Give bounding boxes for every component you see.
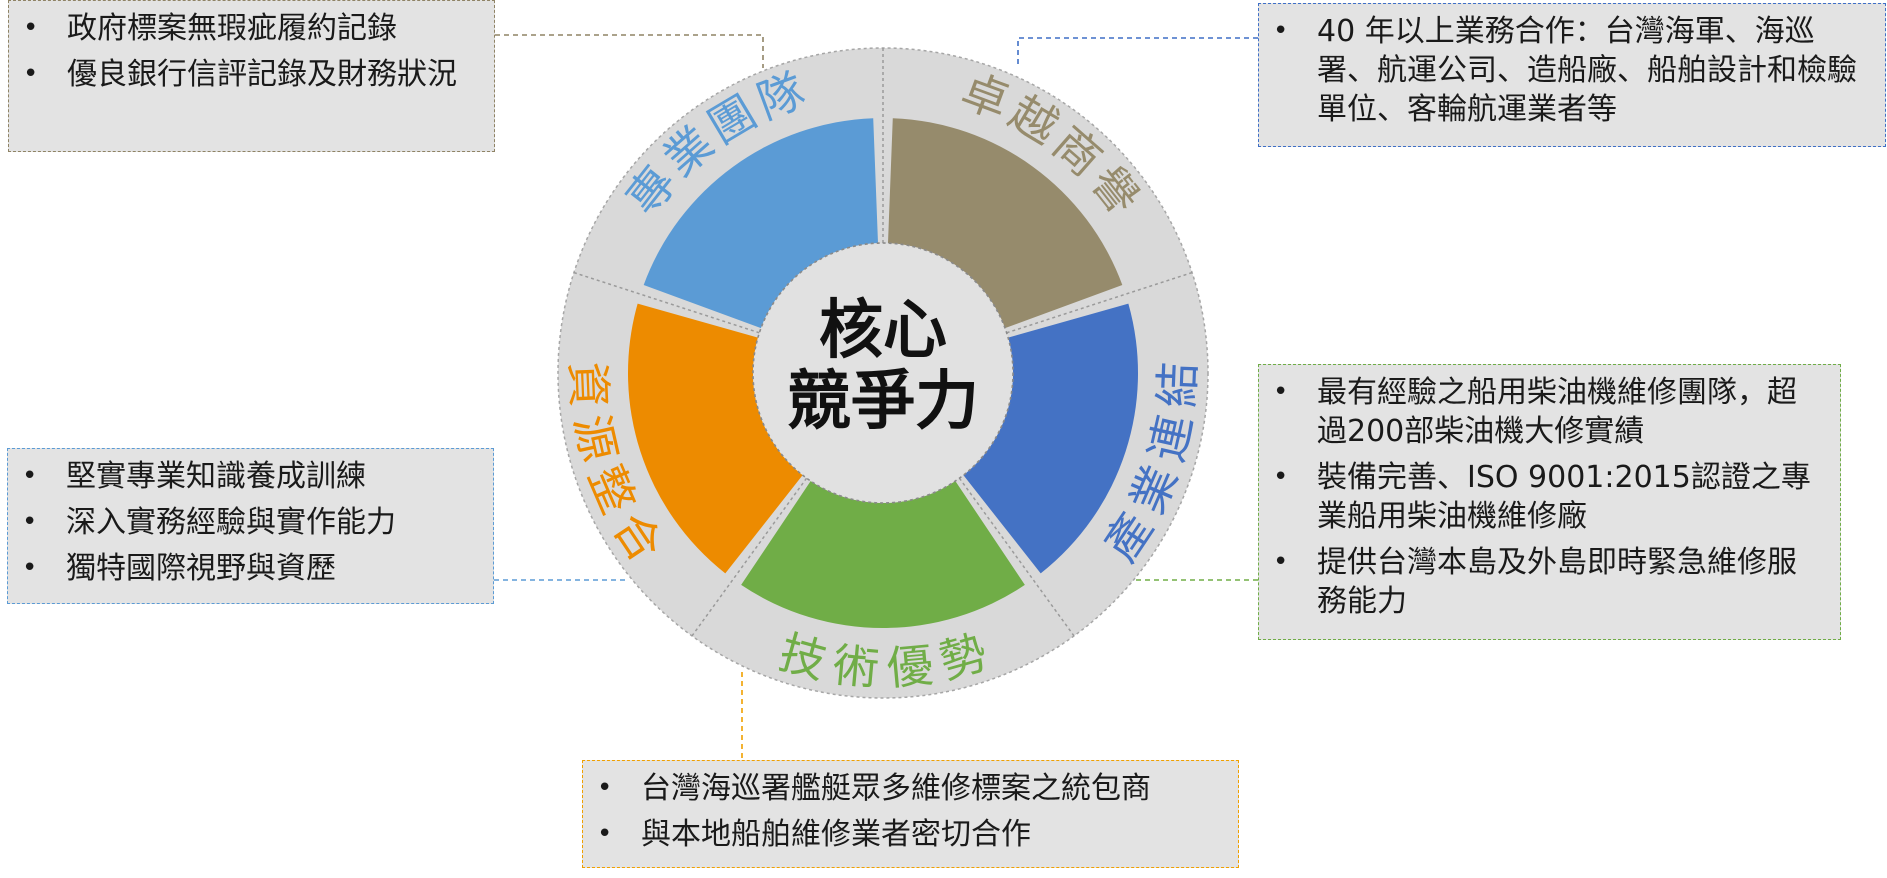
technology-info-box: 最有經驗之船用柴油機維修團隊，超過200部柴油機大修實績 裝備完善、ISO 90… xyxy=(1258,364,1841,640)
technology-item: 最有經驗之船用柴油機維修團隊，超過200部柴油機大修實績 xyxy=(1259,373,1822,451)
resources-info-box: 台灣海巡署艦艇眾多維修標案之統包商 與本地船舶維修業者密切合作 xyxy=(582,760,1239,868)
technology-item: 提供台灣本島及外島即時緊急維修服務能力 xyxy=(1259,543,1822,621)
connector-lines xyxy=(494,34,1258,760)
ring-divider xyxy=(958,477,1075,637)
team-info-box: 堅實專業知識養成訓練 深入實務經驗與實作能力 獨特國際視野與資歷 xyxy=(7,448,494,604)
segment-label-technology-char: 術 xyxy=(831,638,882,696)
technology-item: 裝備完善、ISO 9001:2015認證之專業船用柴油機維修廠 xyxy=(1259,458,1822,536)
center-circle xyxy=(752,242,1014,504)
segment-label-industry-char: 結 xyxy=(1150,361,1206,409)
reputation-info-box: 政府標案無瑕疵履約記錄 優良銀行信評記錄及財務狀況 xyxy=(8,0,495,152)
reputation-item: 政府標案無瑕疵履約記錄 xyxy=(9,9,476,48)
sector-resources xyxy=(628,303,803,574)
resources-item: 台灣海巡署艦艇眾多維修標案之統包商 xyxy=(583,769,1220,808)
ring-divider xyxy=(691,477,808,637)
center-title-line1: 核心 xyxy=(819,294,947,368)
sector-reputation xyxy=(887,118,1123,329)
sector-technology xyxy=(741,481,1025,629)
segment-label-resources-char: 資 xyxy=(560,361,616,409)
connector-reputation xyxy=(495,34,764,68)
sector-industry xyxy=(963,303,1138,574)
connector-industry xyxy=(1017,37,1258,68)
reputation-item: 優良銀行信評記錄及財務狀況 xyxy=(9,55,476,94)
ring-divider xyxy=(1006,271,1193,334)
team-item: 深入實務經驗與實作能力 xyxy=(8,503,475,542)
ring-dividers xyxy=(573,48,1193,637)
resources-item: 與本地船舶維修業者密切合作 xyxy=(583,815,1220,854)
center-title-line2: 競爭力 xyxy=(787,365,979,439)
ring-divider xyxy=(573,271,760,334)
sector-team xyxy=(643,118,879,329)
team-item: 獨特國際視野與資歷 xyxy=(8,549,475,588)
colored-sectors xyxy=(628,118,1138,629)
industry-item: 40 年以上業務合作：台灣海軍、海巡署、航運公司、造船廠、船舶設計和檢驗單位、客… xyxy=(1259,12,1867,129)
segment-label-technology-char: 優 xyxy=(885,638,936,696)
industry-info-box: 40 年以上業務合作：台灣海軍、海巡署、航運公司、造船廠、船舶設計和檢驗單位、客… xyxy=(1258,3,1886,147)
team-item: 堅實專業知識養成訓練 xyxy=(8,457,475,496)
